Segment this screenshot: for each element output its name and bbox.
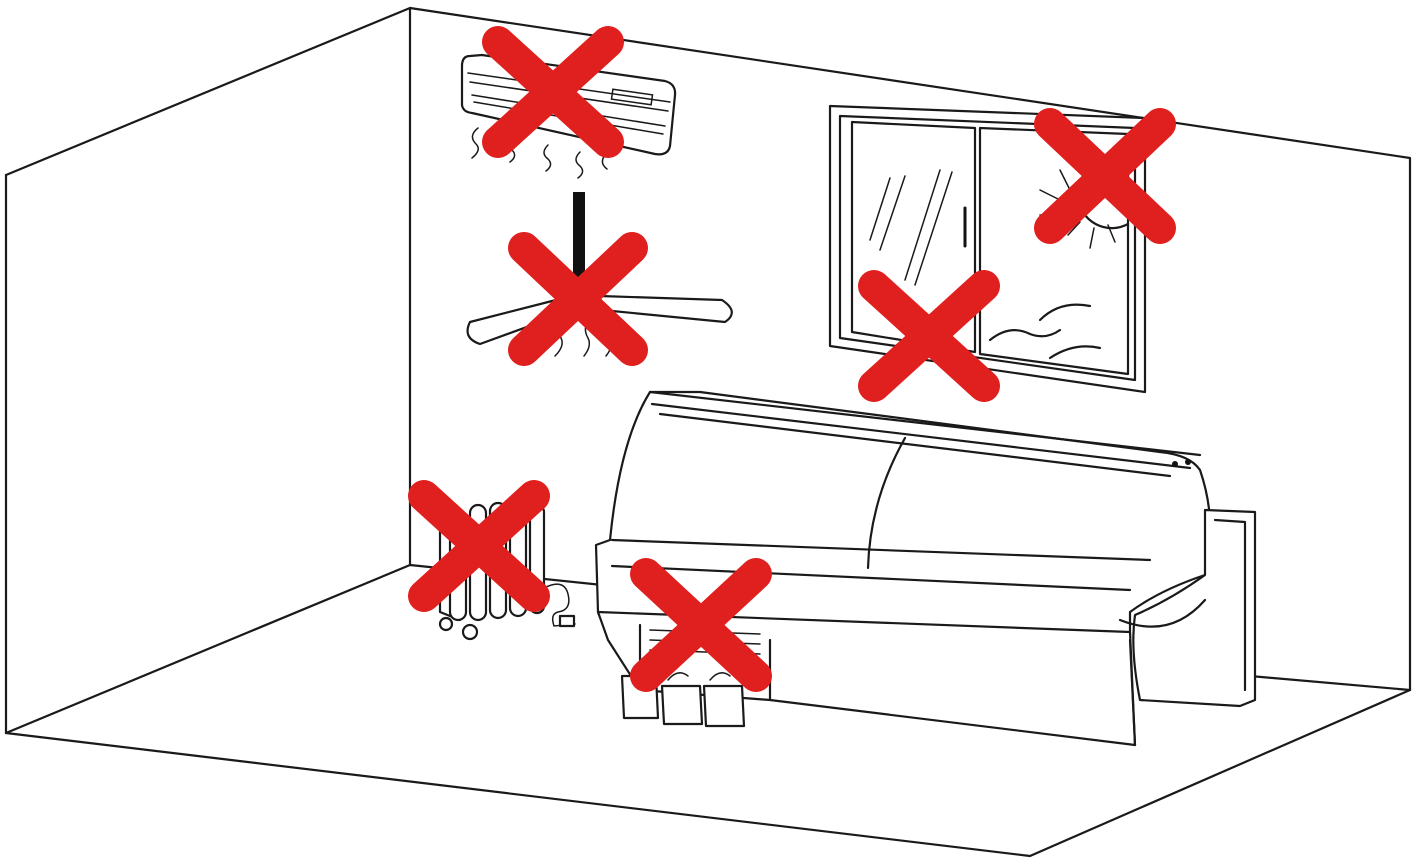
room-scene [0, 0, 1421, 866]
